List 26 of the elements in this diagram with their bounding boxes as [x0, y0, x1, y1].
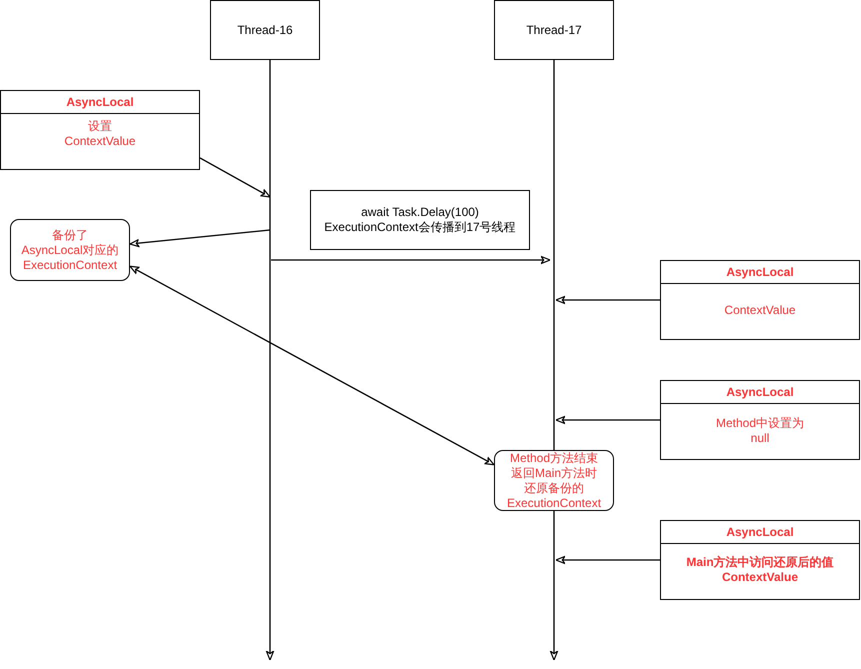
arrow [200, 157, 271, 198]
note-box: 备份了 AsyncLocal对应的 ExecutionContext [10, 219, 130, 281]
box-header: AsyncLocal [725, 385, 795, 399]
box-body-text: Method中设置为 null [714, 416, 806, 446]
lifeline [266, 60, 274, 661]
arrow [555, 556, 660, 564]
thread-box: Thread-17 [494, 0, 614, 60]
arrow [555, 416, 660, 424]
box-header: AsyncLocal [725, 265, 795, 279]
class-box [660, 260, 860, 340]
note-box: Method方法结束返回Main方法时还原备份的 ExecutionContext [494, 450, 614, 511]
class-box [660, 380, 860, 460]
thread-box: Thread-16 [210, 0, 320, 60]
box-body-text: ContextValue [723, 303, 797, 318]
message-box: await Task.Delay(100) ExecutionContext会传播到17号线程 [310, 190, 530, 250]
box-body-text: Main方法中访问还原后的值 ContextValue [685, 555, 835, 585]
lifeline [553, 60, 555, 450]
box-header: AsyncLocal [65, 95, 135, 109]
class-box [660, 520, 860, 600]
arrow [129, 229, 270, 248]
arrow [129, 266, 495, 466]
lifeline [550, 511, 558, 661]
box-body-text: 设置 ContextValue [63, 119, 137, 149]
box-header: AsyncLocal [725, 525, 795, 539]
arrow [555, 296, 660, 304]
class-box [0, 90, 200, 170]
